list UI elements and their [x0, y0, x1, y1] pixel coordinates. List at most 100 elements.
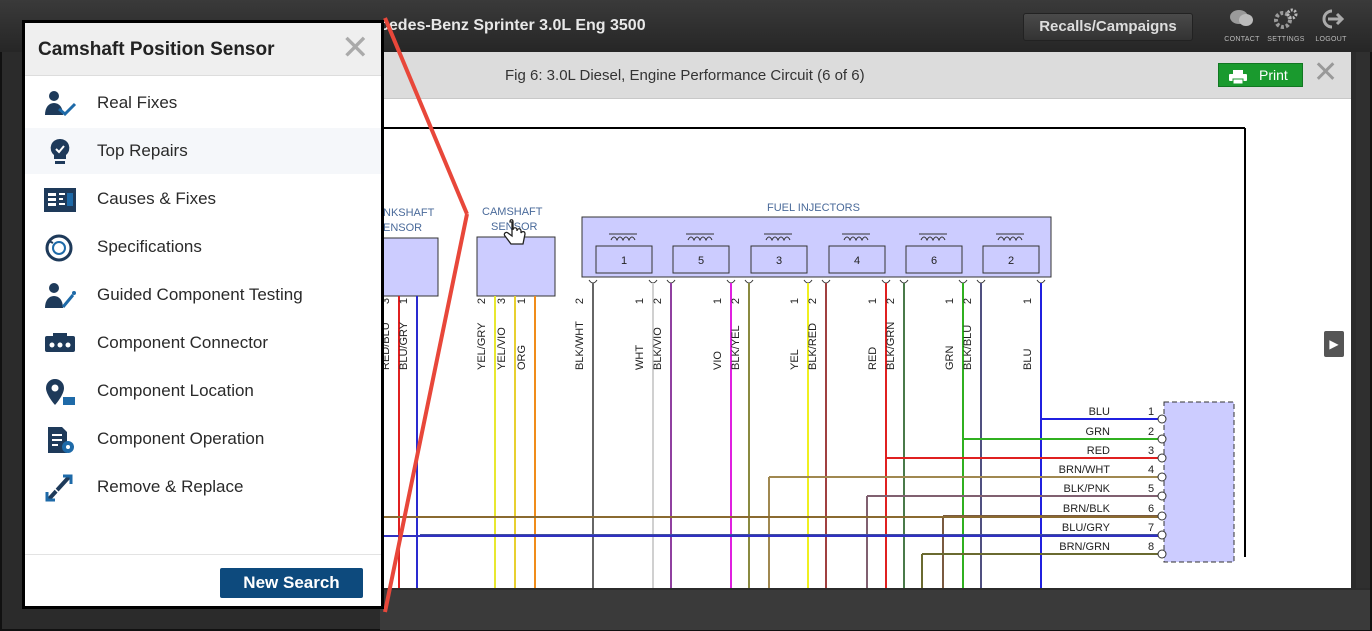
- settings-icon: [1265, 8, 1307, 36]
- ecm-pin-number: 5: [1148, 483, 1154, 495]
- logout-icon: [1310, 8, 1352, 36]
- pin-number: 1: [398, 298, 410, 304]
- contact-label: CONTACT: [1224, 36, 1260, 43]
- panel-title: Camshaft Position Sensor: [38, 39, 275, 60]
- modal-close-icon[interactable]: ✕: [1313, 56, 1339, 89]
- wire-label: YEL/VIO: [496, 327, 508, 370]
- crankshaft-label-2: ENSOR: [383, 222, 422, 234]
- pin-number: 2: [476, 298, 488, 304]
- pin-number: 1: [516, 298, 528, 304]
- panel-footer: New Search: [25, 554, 381, 606]
- hand-cursor-icon: [503, 219, 526, 245]
- remove-replace-icon: [43, 473, 77, 503]
- pin-terminal: [666, 279, 676, 284]
- pin-terminal: [881, 279, 891, 284]
- location-icon: [43, 377, 77, 407]
- injector-coil: [843, 236, 869, 242]
- connector-icon: [43, 329, 77, 359]
- menu-item-top-repairs[interactable]: Top Repairs: [25, 128, 381, 174]
- menu-label-component-location: Component Location: [97, 381, 254, 400]
- ecm-pin-terminal: [1157, 491, 1167, 501]
- pin-number: 3: [496, 298, 508, 304]
- pin-terminal: [821, 279, 831, 284]
- injector-number: 1: [621, 255, 627, 267]
- ecm-wire-label: BRN/GRN: [1059, 541, 1110, 553]
- ecm-pin-number: 2: [1148, 426, 1154, 438]
- menu-item-real-fixes[interactable]: Real Fixes: [25, 80, 381, 126]
- injector-cell: [905, 245, 963, 274]
- pin-number: 2: [730, 298, 742, 304]
- wire-label: YEL/GRY: [476, 322, 488, 370]
- wire-label: WHT: [634, 345, 646, 370]
- injector-cell: [750, 245, 808, 274]
- wire-label: VIO: [712, 351, 724, 370]
- pin-number: 1: [1022, 298, 1034, 304]
- wire-label: BLU: [1022, 349, 1034, 370]
- pin-number: 1: [867, 298, 879, 304]
- settings-label: SETTINGS: [1267, 36, 1305, 43]
- crankshaft-sensor-box: [380, 237, 439, 297]
- wire-label: BLK/VIO: [652, 327, 664, 370]
- injector-cell: [982, 245, 1040, 274]
- ecm-wire-label: BRN/WHT: [1059, 464, 1111, 476]
- menu-label-component-operation: Component Operation: [97, 429, 265, 448]
- recalls-campaigns-button[interactable]: Recalls/Campaigns: [1023, 13, 1193, 41]
- menu-label-specifications: Specifications: [97, 237, 202, 256]
- injector-cell: [828, 245, 886, 274]
- pin-terminal: [1036, 279, 1046, 284]
- menu-item-causes-fixes[interactable]: Causes & Fixes: [25, 176, 381, 222]
- pin-number: 1: [712, 298, 724, 304]
- scrollbar[interactable]: [1356, 52, 1370, 588]
- settings-button[interactable]: SETTINGS: [1265, 8, 1307, 48]
- wiring-diagram: NKSHAFT ENSOR CAMSHAFT SENSOR FUEL INJEC…: [325, 127, 1246, 588]
- next-figure-button[interactable]: ▶: [1324, 331, 1344, 357]
- menu-item-guided-component-testing[interactable]: Guided Component Testing: [25, 272, 381, 318]
- menu-label-real-fixes: Real Fixes: [97, 93, 178, 112]
- wire-label: GRN: [944, 346, 956, 371]
- pin-number: 2: [574, 298, 586, 304]
- bottom-tabs-strip: [380, 590, 1370, 630]
- panel-close-icon[interactable]: ✕: [341, 29, 370, 67]
- menu-label-top-repairs: Top Repairs: [97, 141, 188, 160]
- menu-label-causes-fixes: Causes & Fixes: [97, 189, 217, 208]
- pin-number: 1: [944, 298, 956, 304]
- menu-item-component-location[interactable]: Component Location: [25, 368, 381, 414]
- contact-icon: [1221, 8, 1263, 36]
- operation-icon: [43, 425, 77, 455]
- ecm-pin-terminal: [1157, 511, 1167, 521]
- ecm-connector-box: [1163, 401, 1235, 563]
- printer-icon: [1229, 68, 1247, 85]
- ecm-wire-label: BLK/PNK: [1064, 483, 1111, 495]
- wire-label: RED: [867, 347, 879, 370]
- menu-item-component-operation[interactable]: Component Operation: [25, 416, 381, 462]
- contact-button[interactable]: CONTACT: [1221, 8, 1263, 48]
- pin-number: 1: [634, 298, 646, 304]
- ecm-pin-number: 3: [1148, 445, 1154, 457]
- specifications-icon: [43, 233, 77, 263]
- panel-header: Camshaft Position Sensor ✕: [25, 23, 381, 76]
- ecm-pin-terminal: [1157, 472, 1167, 482]
- menu-item-remove-replace[interactable]: Remove & Replace: [25, 464, 381, 510]
- pin-terminal: [726, 279, 736, 284]
- print-button[interactable]: Print: [1218, 63, 1303, 87]
- pin-terminal: [976, 279, 986, 284]
- logout-button[interactable]: LOGOUT: [1310, 8, 1352, 48]
- menu-item-specifications[interactable]: Specifications: [25, 224, 381, 270]
- ecm-wire-label: GRN: [1086, 426, 1111, 438]
- camshaft-label-1: CAMSHAFT: [482, 206, 543, 218]
- ecm-pin-terminal: [1157, 530, 1167, 540]
- menu-item-component-connector[interactable]: Component Connector: [25, 320, 381, 366]
- injector-number: 6: [931, 255, 937, 267]
- pin-terminal: [588, 279, 598, 284]
- menu-label-component-connector: Component Connector: [97, 333, 269, 352]
- ecm-pin-terminal: [1157, 549, 1167, 559]
- logout-label: LOGOUT: [1315, 36, 1347, 43]
- new-search-button[interactable]: New Search: [220, 568, 363, 598]
- vehicle-title: cedes-Benz Sprinter 3.0L Eng 3500: [380, 17, 646, 34]
- ecm-pin-number: 6: [1148, 503, 1154, 515]
- ecm-pin-terminal: [1157, 453, 1167, 463]
- ecm-pin-terminal: [1157, 434, 1167, 444]
- injector-number: 3: [776, 255, 782, 267]
- injector-number: 4: [854, 255, 860, 267]
- injector-coil: [610, 236, 636, 242]
